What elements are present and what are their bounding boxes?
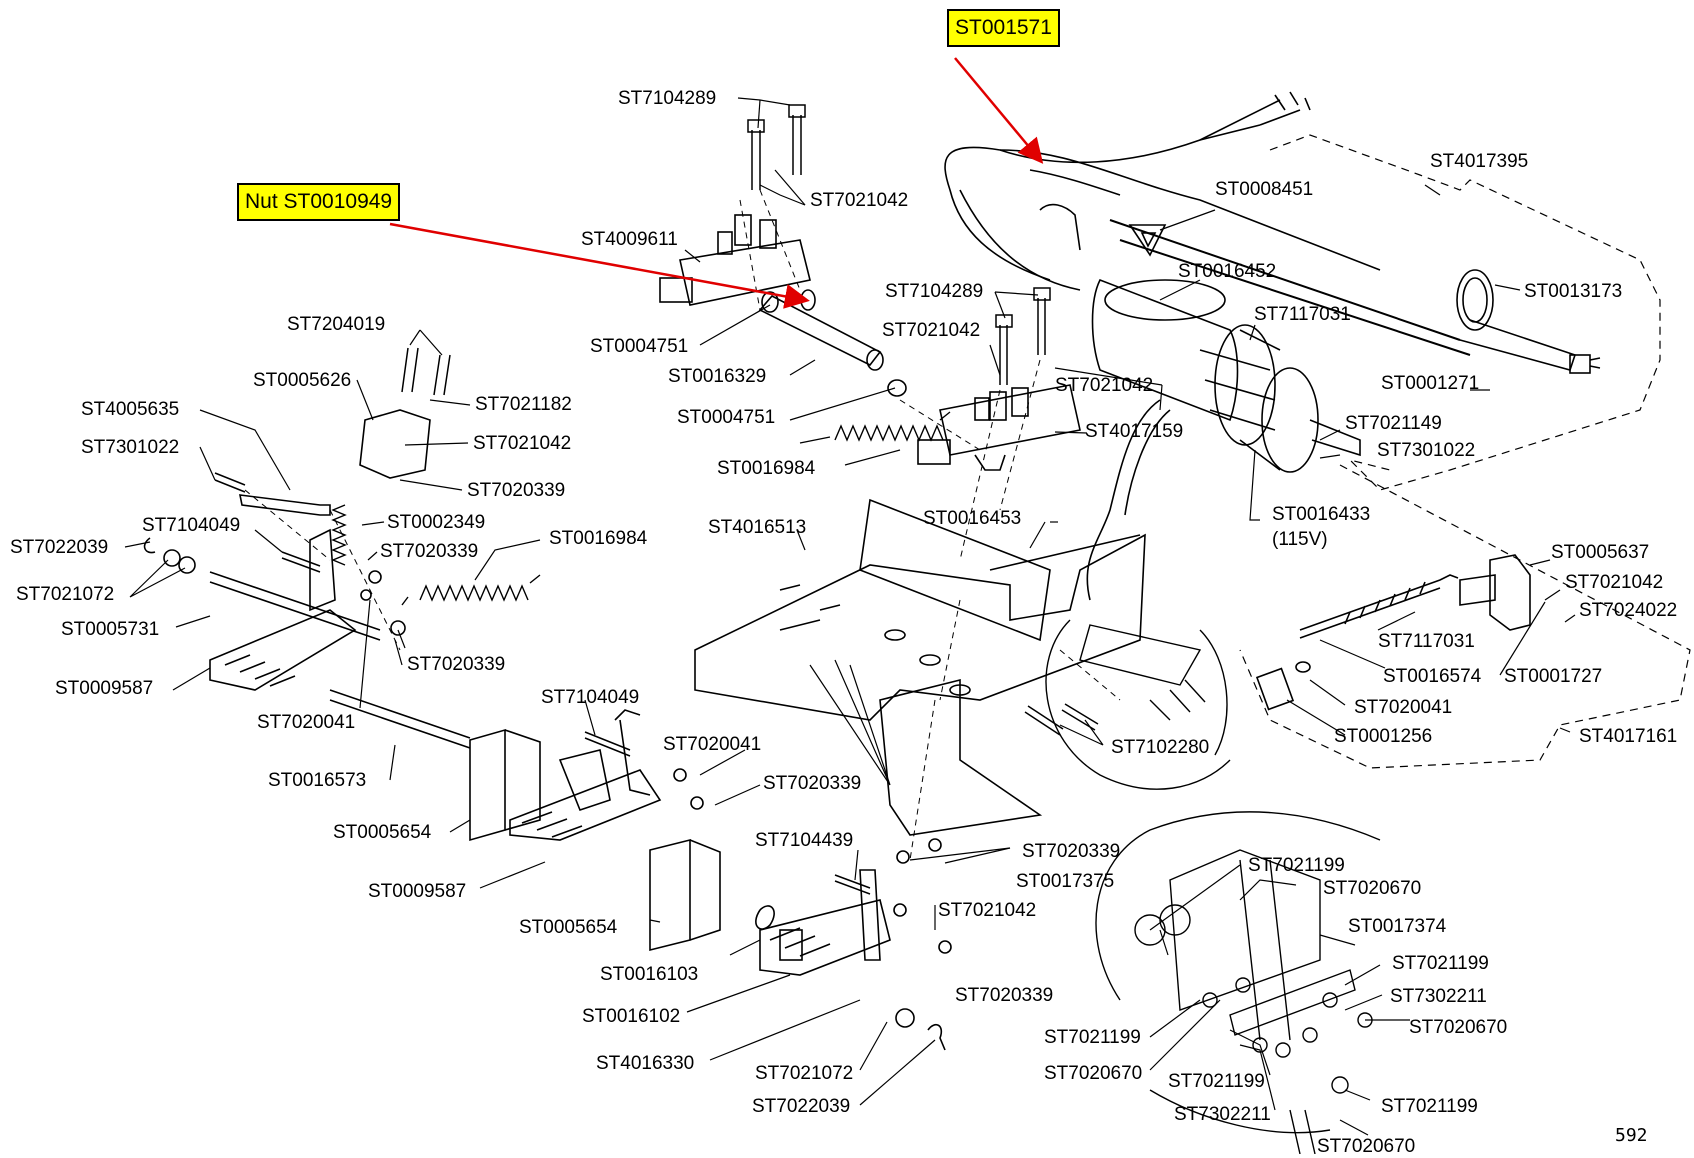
warning-decal (1128, 224, 1167, 257)
pump-lower (917, 384, 1081, 471)
part-label: ST7020041 (1354, 697, 1453, 718)
part-label: ST7022039 (10, 537, 109, 558)
part-label: ST7021182 (475, 394, 572, 415)
part-label: ST7021072 (16, 584, 115, 605)
part-label: ST4017161 (1579, 726, 1678, 747)
part-label: ST7104049 (541, 687, 640, 708)
part-label: ST4016330 (596, 1053, 695, 1074)
part-label: ST7021042 (473, 433, 572, 454)
part-label: ST0001727 (1504, 666, 1603, 687)
part-label: ST7302211 (1390, 986, 1487, 1007)
part-label: ST0009587 (55, 678, 154, 699)
part-label: ST7301022 (1377, 440, 1476, 461)
part-label: ST7104439 (755, 830, 854, 851)
part-label: ST0005654 (333, 822, 432, 843)
part-label: ST0005626 (253, 370, 352, 391)
part-label: ST0016329 (668, 366, 767, 387)
part-label: ST7302211 (1174, 1104, 1271, 1125)
part-label: ST7104289 (885, 281, 984, 302)
switch-assembly (1255, 554, 1531, 711)
part-label: ST7021199 (1392, 953, 1489, 974)
part-label: ST7021042 (882, 320, 981, 341)
part-label: ST0008451 (1215, 179, 1314, 200)
pedal-levers (143, 409, 952, 1051)
part-label: ST7024022 (1579, 600, 1678, 621)
part-label: ST7020339 (763, 773, 862, 794)
part-label: ST0016453 (923, 508, 1022, 529)
part-label: ST0005731 (61, 619, 160, 640)
page-number: 592 (1615, 1125, 1648, 1146)
part-label: ST7117031 (1378, 631, 1475, 652)
part-label: ST0016984 (717, 458, 816, 479)
part-label: ST0001256 (1334, 726, 1433, 747)
part-label: ST7117031 (1254, 304, 1351, 325)
part-label: ST7301022 (81, 437, 180, 458)
part-label: ST7104049 (142, 515, 241, 536)
part-label: ST7020041 (663, 734, 762, 755)
handle-assembly (944, 91, 1601, 374)
part-label: ST0016102 (582, 1006, 681, 1027)
part-label: ST4009611 (581, 229, 678, 250)
part-label: ST4016513 (708, 517, 807, 538)
part-label: ST7020670 (1317, 1136, 1416, 1157)
part-label: ST4005635 (81, 399, 180, 420)
detail-circle-lower (1095, 811, 1381, 1154)
part-label: ST0016452 (1178, 261, 1277, 282)
detail-circle-upper (1045, 619, 1231, 790)
part-label: ST0004751 (590, 336, 689, 357)
part-label: ST7021199 (1044, 1027, 1141, 1048)
part-label: ST7020339 (1022, 841, 1121, 862)
part-label: ST7021149 (1345, 413, 1442, 434)
bolts (214, 104, 1099, 895)
part-label: ST0013173 (1524, 281, 1623, 302)
part-label: ST4017159 (1085, 421, 1184, 442)
part-label: ST7020339 (380, 541, 479, 562)
part-label: ST7021199 (1168, 1071, 1265, 1092)
alignment-lines (244, 189, 1121, 861)
part-label: ST4017395 (1430, 151, 1529, 172)
part-label: ST0017375 (1016, 871, 1115, 892)
part-label: ST0017374 (1348, 916, 1447, 937)
part-label: ST7021042 (1055, 375, 1154, 396)
motor (1086, 278, 1361, 601)
part-label: (115V) (1272, 529, 1328, 550)
part-label: ST7021042 (810, 190, 909, 211)
group-boundary-upper (1269, 134, 1661, 491)
callout-arrows (389, 57, 1044, 309)
part-label: ST0009587 (368, 881, 467, 902)
part-label: ST0016573 (268, 770, 367, 791)
part-label: ST7021042 (938, 900, 1037, 921)
part-label: ST7021042 (1565, 572, 1664, 593)
group-boundary-lower (1239, 464, 1691, 769)
callout-nut: Nut ST0010949 (237, 183, 401, 221)
part-label: ST7021072 (755, 1063, 854, 1084)
part-label: ST7104289 (618, 88, 717, 109)
part-label: ST0016103 (600, 964, 699, 985)
part-label: ST0001271 (1381, 373, 1480, 394)
part-label: ST7020041 (257, 712, 356, 733)
part-label: ST7020670 (1409, 1017, 1508, 1038)
part-label: ST7020670 (1044, 1063, 1143, 1084)
part-label: ST7204019 (287, 314, 386, 335)
springs (331, 411, 951, 606)
bracket-plate (694, 498, 1146, 836)
part-label: ST0005654 (519, 917, 618, 938)
part-label: ST0002349 (387, 512, 486, 533)
part-label: ST0016984 (549, 528, 648, 549)
part-label: ST7021199 (1248, 855, 1345, 876)
part-label: ST0004751 (677, 407, 776, 428)
part-label: ST7020339 (467, 480, 566, 501)
part-label: ST0016574 (1383, 666, 1482, 687)
part-label: ST7020339 (407, 654, 506, 675)
part-label: ST7021199 (1381, 1096, 1478, 1117)
part-label: ST7020339 (955, 985, 1054, 1006)
part-label: ST7022039 (752, 1096, 851, 1117)
part-label: ST0016433 (1272, 504, 1371, 525)
leader-lines (124, 97, 1576, 1136)
part-label: ST7020670 (1323, 878, 1422, 899)
part-label: ST7102280 (1111, 737, 1210, 758)
part-label: ST0005637 (1551, 542, 1650, 563)
callout-part-number: ST001571 (947, 9, 1060, 47)
